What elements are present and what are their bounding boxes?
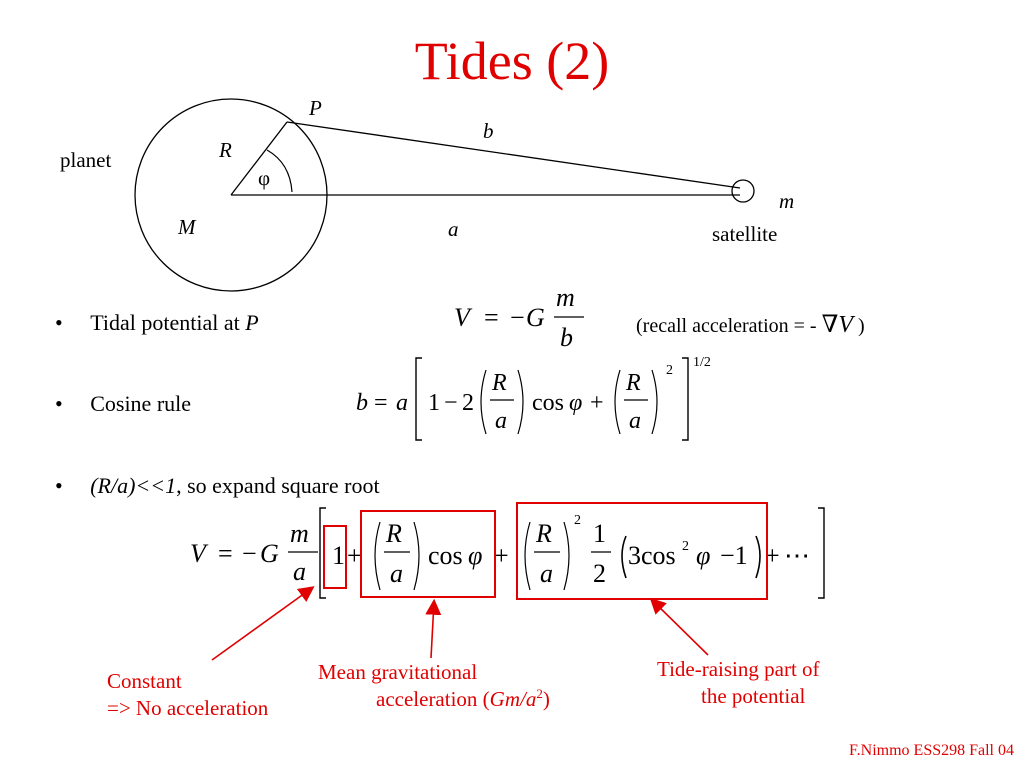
svg-text:R: R <box>491 370 507 396</box>
label-P: P <box>309 96 322 120</box>
label-R: R <box>219 138 232 162</box>
svg-text:a: a <box>293 557 306 586</box>
equation-cosine-rule: b = a 1 − 2 R a cos φ + R a 2 1/2 <box>356 355 711 441</box>
box-mean-term <box>360 510 496 598</box>
annotation-constant: Constant => No acceleration <box>107 669 269 720</box>
svg-text:R: R <box>535 519 552 548</box>
svg-text:2: 2 <box>574 513 581 528</box>
label-satellite: satellite <box>712 222 778 246</box>
svg-text:a: a <box>396 390 408 416</box>
svg-text:a: a <box>495 408 507 434</box>
annotation-mean: Mean gravitational acceleration (Gm/a2) <box>318 660 550 711</box>
arrow-constant <box>211 586 315 661</box>
svg-text:+: + <box>590 390 604 416</box>
svg-text:m: m <box>556 283 575 312</box>
svg-text:+: + <box>494 541 509 570</box>
bullet-expand: • (R/a)<<1, so expand square root <box>55 473 380 498</box>
line-R <box>230 121 288 196</box>
svg-text:b: b <box>560 323 573 352</box>
svg-text:−: − <box>242 539 257 568</box>
svg-text:1/2: 1/2 <box>693 355 711 370</box>
label-b: b <box>483 119 494 143</box>
svg-text:=: = <box>218 539 233 568</box>
svg-text:=: = <box>484 303 499 332</box>
svg-text:−1: −1 <box>720 541 748 570</box>
svg-text:1: 1 <box>428 390 440 416</box>
angle-arc <box>266 149 293 193</box>
svg-text:φ: φ <box>569 390 582 416</box>
svg-text:2: 2 <box>462 390 474 416</box>
svg-text:3cos: 3cos <box>628 541 676 570</box>
svg-text:G: G <box>526 303 545 332</box>
svg-text:V: V <box>454 303 473 332</box>
svg-text:2: 2 <box>682 539 689 554</box>
label-planet: planet <box>60 148 112 172</box>
svg-text:φ: φ <box>696 541 710 570</box>
arrow-tidal <box>649 597 709 656</box>
bullet-dot: • <box>55 473 63 498</box>
label-a: a <box>448 217 459 241</box>
svg-text:a: a <box>540 559 553 588</box>
svg-text:+: + <box>765 541 780 570</box>
svg-text:m: m <box>290 519 309 548</box>
svg-text:1: 1 <box>593 519 606 548</box>
bullet-cosine-rule: • Cosine rule <box>55 391 192 416</box>
box-constant-term <box>323 525 347 589</box>
svg-text:cos: cos <box>532 390 564 416</box>
svg-text:R: R <box>625 370 641 396</box>
svg-text:2: 2 <box>666 363 673 378</box>
svg-text:1: 1 <box>332 541 345 570</box>
label-M: M <box>178 215 196 239</box>
box-tidal-term <box>516 502 768 600</box>
svg-text:−: − <box>444 390 458 416</box>
recall-note: (recall acceleration = - ∇V ) <box>636 312 865 338</box>
bullet-tidal-potential: • Tidal potential at P <box>55 310 259 335</box>
slide-title: Tides (2) <box>414 31 610 91</box>
svg-text:R: R <box>385 519 402 548</box>
svg-text:⋯: ⋯ <box>784 541 810 570</box>
svg-text:G: G <box>260 539 279 568</box>
svg-text:a: a <box>629 408 641 434</box>
bullet-dot: • <box>55 310 63 335</box>
svg-text:+: + <box>347 541 362 570</box>
svg-text:φ: φ <box>468 541 482 570</box>
svg-text:V: V <box>190 539 209 568</box>
line-b <box>286 121 741 189</box>
svg-text:b: b <box>356 390 368 416</box>
annotation-tidal: Tide-raising part of the potential <box>657 657 820 708</box>
svg-text:a: a <box>390 559 403 588</box>
svg-text:=: = <box>374 390 388 416</box>
label-phi: φ <box>258 166 271 190</box>
arrow-mean <box>425 598 442 659</box>
svg-text:2: 2 <box>593 559 606 588</box>
equation-expansion: V = − G m a 1 + R a cos φ + R a 2 1 2 3c… <box>190 507 825 599</box>
satellite-circle <box>731 179 755 203</box>
bullet-dot: • <box>55 391 63 416</box>
label-m: m <box>779 189 795 213</box>
svg-text:−: − <box>510 303 525 332</box>
svg-text:cos: cos <box>428 541 463 570</box>
equation-tidal-potential: V = − G m b <box>454 283 584 352</box>
footer-credit: F.Nimmo ESS298 Fall 04 <box>849 742 1014 759</box>
